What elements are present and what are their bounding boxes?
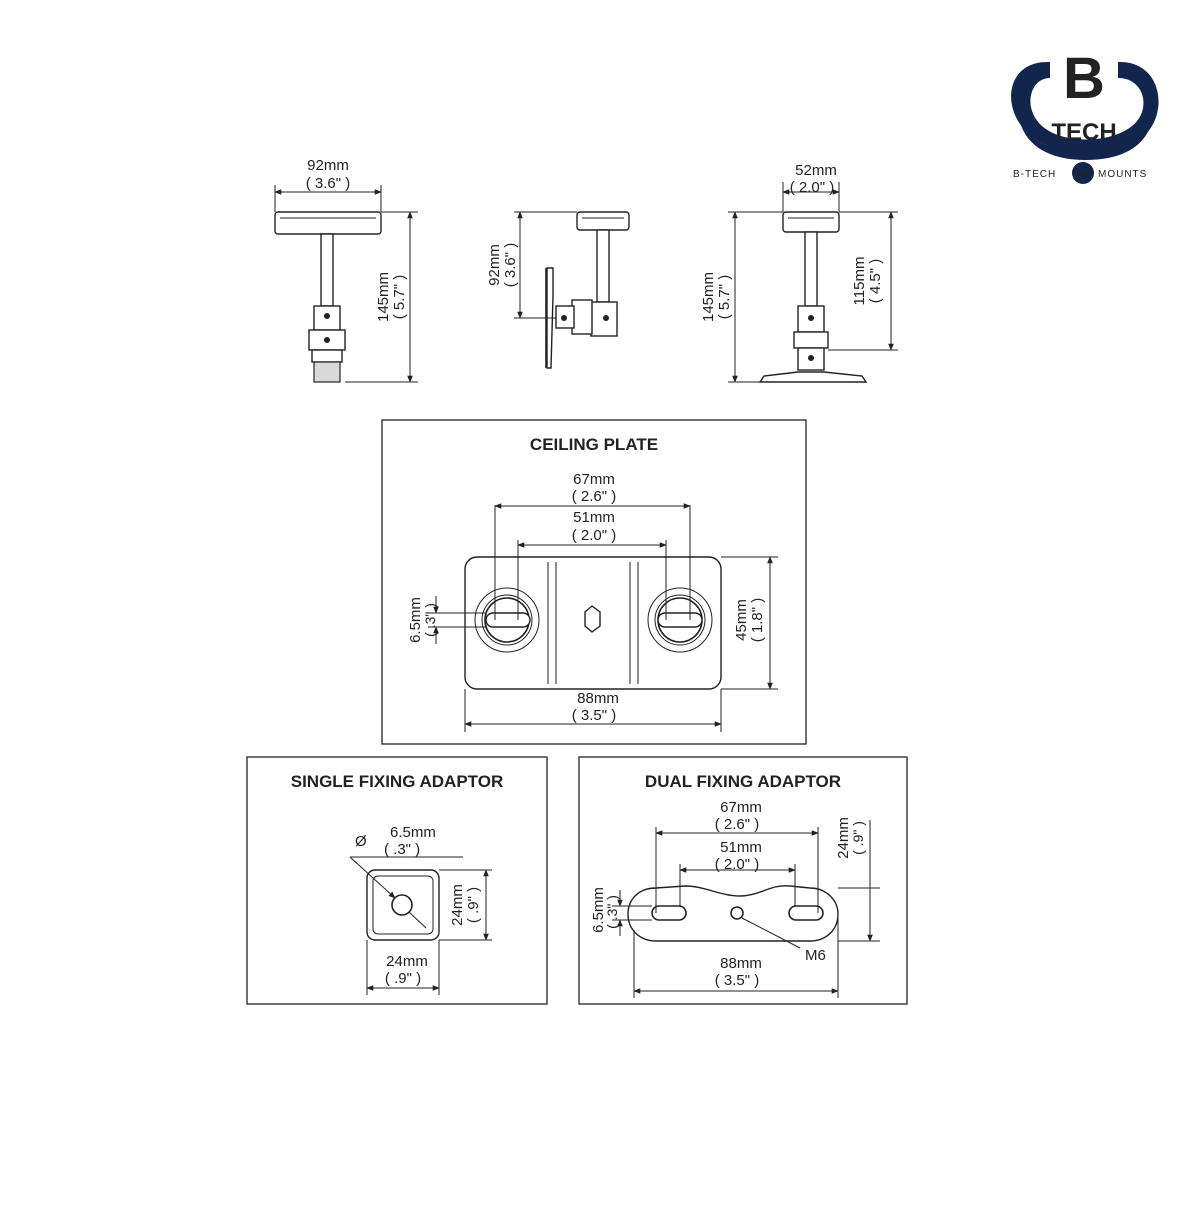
dual-slot-in: ( .3" ) [604,895,620,929]
wall-drop-in: ( 3.6" ) [502,243,519,288]
plate-slot-in: ( .3" ) [422,603,438,637]
side-view: 52mm ( 2.0" ) 145mm ( 5.7" ) 115mm ( 4.5… [700,162,898,383]
logo-tagline-right: MOUNTS [1098,169,1147,180]
side-height-mm: 145mm [700,272,717,322]
dual-inner-mm: 51mm [720,839,762,856]
dual-outer-mm: 67mm [720,799,762,816]
plate-inner-mm: 51mm [573,509,615,526]
logo-badge-text: AV [1076,169,1089,180]
single-hole-in: ( .3" ) [384,841,420,858]
single-height-mm: 24mm [449,884,466,926]
dual-inner-in: ( 2.0" ) [715,856,760,873]
dual-length-in: ( 3.5" ) [715,972,760,989]
logo-badge [1072,162,1094,184]
side-width-mm: 52mm [795,162,837,179]
single-width-mm: 24mm [386,953,428,970]
plate-length-in: ( 3.5" ) [572,707,617,724]
dual-outer-in: ( 2.6" ) [715,816,760,833]
side-inner-mm: 115mm [851,257,868,306]
single-adaptor-title: SINGLE FIXING ADAPTOR [291,772,504,791]
plate-outer-mm: 67mm [573,471,615,488]
plate-outer-in: ( 2.6" ) [572,488,617,505]
front-view: 92mm ( 3.6" ) 145mm ( 5.7" ) [274,157,418,383]
single-adaptor-panel: SINGLE FIXING ADAPTOR Ø 6.5mm ( .3" ) 24… [246,756,548,1005]
front-height-in: ( 5.7" ) [391,275,408,320]
dual-adaptor-panel: DUAL FIXING ADAPTOR M6 67mm ( 2.6" ) 51m… [578,756,908,1005]
side-inner-in: ( 4.5" ) [867,259,884,304]
front-width-in: ( 3.6" ) [306,175,351,192]
diameter-symbol: Ø [355,833,367,850]
dual-adaptor-title: DUAL FIXING ADAPTOR [645,772,841,791]
side-width-in: ( 2.0" ) [790,179,835,196]
logo-letter: B [1063,46,1105,111]
dual-thread: M6 [805,947,826,964]
dual-adaptor-frame [578,756,908,1005]
btech-logo: B TECH B-TECH AV MOUNTS [1011,46,1159,184]
single-adaptor-frame [246,756,548,1005]
plate-inner-in: ( 2.0" ) [572,527,617,544]
logo-tagline-left: B-TECH [1013,169,1056,180]
plate-height-in: ( 1.8" ) [749,598,766,643]
front-width-mm: 92mm [307,157,349,174]
plate-length-mm: 88mm [577,690,619,707]
logo-word: TECH [1051,119,1116,146]
plate-slot-mm: 6.5mm [407,597,424,643]
single-hole-mm: 6.5mm [390,824,436,841]
dual-height-in: ( .9" ) [850,821,866,855]
wall-drop-mm: 92mm [486,244,503,286]
ceiling-plate-panel: CEILING PLATE 67mm ( 2.6" ) 51mm ( 2.0" … [381,419,807,745]
dual-slot-mm: 6.5mm [590,887,607,933]
dual-length-mm: 88mm [720,955,762,972]
dual-adaptor-body [627,885,839,942]
front-height-mm: 145mm [375,272,392,322]
single-adaptor-body [366,869,440,941]
single-height-in: ( .9" ) [465,887,482,923]
logo-ring-shape [1011,61,1159,154]
dual-height-mm: 24mm [835,817,852,859]
wall-view: 92mm ( 3.6" ) [486,211,630,369]
side-height-in: ( 5.7" ) [716,275,733,320]
ceiling-plate-frame [381,419,807,745]
single-width-in: ( .9" ) [385,970,421,987]
ceiling-plate-title: CEILING PLATE [530,435,658,454]
plate-height-mm: 45mm [733,599,750,641]
